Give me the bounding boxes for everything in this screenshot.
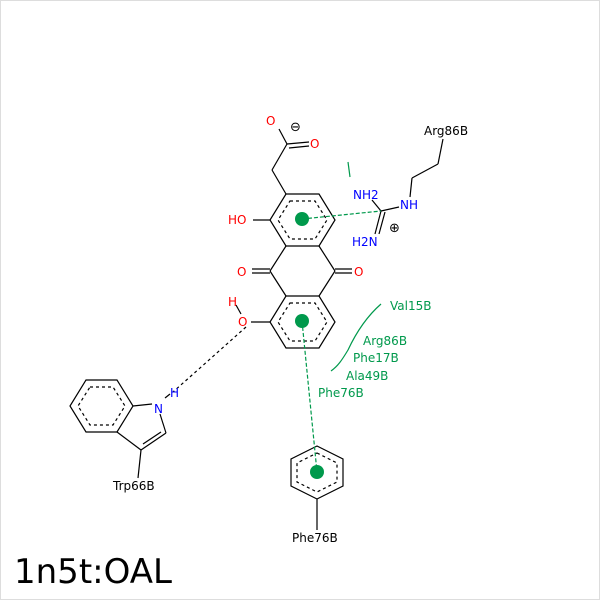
side-chain-bond-2 <box>271 143 288 171</box>
ligand-bonds <box>235 128 352 349</box>
carboxyl-bond-o2a <box>286 141 310 145</box>
central-bond-4 <box>318 270 336 297</box>
trp-c2-c3-double <box>142 431 162 445</box>
carboxyl-bond-o1 <box>278 128 288 145</box>
ketone-right-oxygen: O <box>354 265 363 279</box>
trp-c2-c3 <box>140 432 167 451</box>
hydrophobic-contact-val15b: Val15B <box>390 299 431 313</box>
minus-charge: ⊖ <box>290 120 301 135</box>
arg-nh: NH <box>400 198 418 212</box>
arg-cz-ne <box>380 206 400 212</box>
trp66b-label: Trp66B <box>112 479 155 493</box>
diagram-title: 1n5t:OAL <box>14 552 172 592</box>
atom-labels: O ⊖ O HO O O O H Arg86B NH2 NH H2N ⊕ N H… <box>112 114 468 545</box>
trp-benzene-aromatic <box>77 386 126 426</box>
oxo-top-atom: O <box>266 114 275 128</box>
trp-hydrogen: H <box>170 386 179 400</box>
arg-cz-nh1 <box>371 199 382 212</box>
carboxyl-bond-o2b <box>288 145 310 149</box>
arg-chain-1 <box>437 138 444 165</box>
carboxylate-oxygen: O <box>310 137 319 151</box>
hydrophobic-contact-arg86b: Arg86B <box>363 334 407 348</box>
hydroxyl-2-hydrogen: H <box>228 295 237 309</box>
hydrophobic-arc <box>330 303 382 372</box>
ring-centroid-phe <box>310 465 324 479</box>
phe-bonds <box>290 445 344 530</box>
ketone-left-oxygen: O <box>237 265 246 279</box>
central-bond-1 <box>269 245 287 272</box>
arg-nh2-bottom: H2N <box>352 235 378 249</box>
hydrophobic-contact-phe76b: Phe76B <box>318 386 364 400</box>
pi-cation-line <box>301 210 382 220</box>
hydroxyl-2-h-bond <box>235 304 242 315</box>
hydroxyl-1-atom: HO <box>228 213 246 227</box>
trp-benzene <box>69 379 134 433</box>
hydrogen-bond-line <box>172 326 247 393</box>
upper-ring-aromatic <box>277 200 328 240</box>
trp-c3-c3a <box>116 431 142 451</box>
arg86b-label: Arg86B <box>424 124 468 138</box>
phe76b-label: Phe76B <box>292 531 338 545</box>
central-bond-2 <box>269 270 287 297</box>
arg-nh2-top: NH2 <box>353 188 379 202</box>
trp-n-h <box>164 393 171 399</box>
central-bond-3 <box>318 245 336 272</box>
hydrophobic-contact-phe17b: Phe17B <box>353 351 399 365</box>
arg-chain-2 <box>411 163 439 179</box>
pi-stacking-line <box>301 320 318 473</box>
hydroxyl-2-oxygen: O <box>238 315 247 329</box>
trp-bonds <box>69 379 171 479</box>
trp-cb <box>137 449 142 479</box>
arg-chain-3 <box>409 177 413 198</box>
interactions <box>172 161 382 479</box>
trp-c-n <box>132 403 153 407</box>
trp-nitrogen: N <box>154 402 163 416</box>
hydrophobic-contact-ala49b: Ala49B <box>346 369 388 383</box>
ring-centroid-lower <box>295 314 309 328</box>
side-chain-bond-1 <box>271 169 287 195</box>
ring-centroid-upper <box>295 212 309 226</box>
arg-cz-nh2a <box>374 210 382 235</box>
trp-n-c2 <box>159 413 167 434</box>
lower-ring-aromatic <box>277 302 328 342</box>
plus-charge: ⊕ <box>389 221 400 236</box>
arginine-bonds <box>371 138 444 235</box>
arg-cz-nh2b <box>378 211 386 235</box>
hydrophobic-arc-small <box>347 161 351 178</box>
